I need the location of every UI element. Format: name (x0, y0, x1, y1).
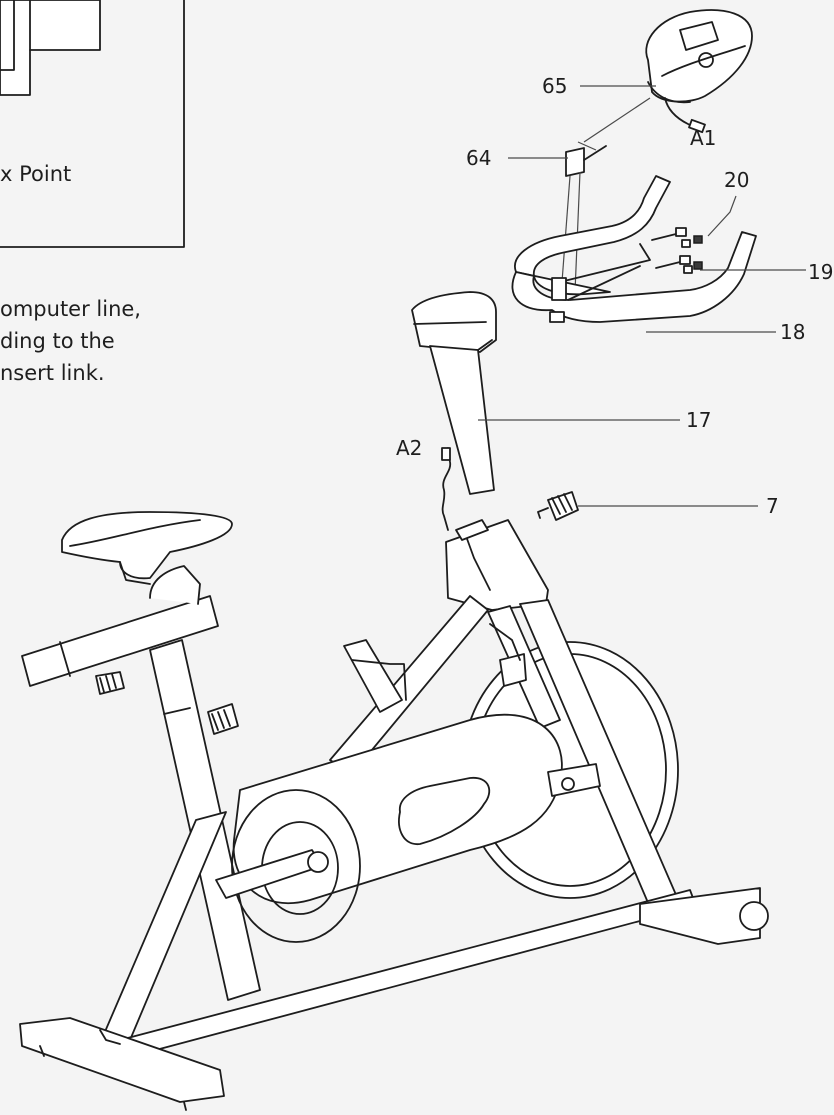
inset-caption: x Point (0, 162, 72, 186)
callout-7: 7 (766, 494, 779, 518)
console-part-65 (577, 9, 753, 151)
bottle-holder (343, 639, 407, 713)
callout-20: 20 (724, 168, 750, 192)
seat-assembly (21, 511, 239, 735)
rear-leg (103, 811, 227, 1041)
inset-box (0, 0, 185, 248)
handlebar-part-18 (511, 175, 757, 323)
handlebar-post-part-17 (411, 291, 497, 495)
callout-a1: A1 (690, 126, 717, 150)
base-rail (19, 887, 769, 1111)
knob-part-7 (537, 491, 579, 521)
instruction-line-2: ding to the (0, 329, 115, 353)
chain-guard (231, 713, 563, 943)
bolts-part-19-20 (651, 227, 703, 274)
crank-arm (215, 849, 329, 899)
instruction-line-1: omputer line, (0, 297, 141, 321)
bracket-part-64 (561, 145, 607, 293)
head-housing (445, 519, 549, 611)
callout-a2: A2 (396, 436, 423, 460)
callout-leaders (478, 85, 806, 507)
cable-a2 (441, 447, 452, 531)
callout-64: 64 (466, 146, 492, 170)
callout-19: 19 (808, 260, 834, 284)
resistance-plate (489, 623, 601, 797)
callout-17: 17 (686, 408, 712, 432)
callout-65: 65 (542, 74, 568, 98)
callout-18: 18 (780, 320, 806, 344)
instruction-line-3: nsert link. (0, 361, 105, 385)
